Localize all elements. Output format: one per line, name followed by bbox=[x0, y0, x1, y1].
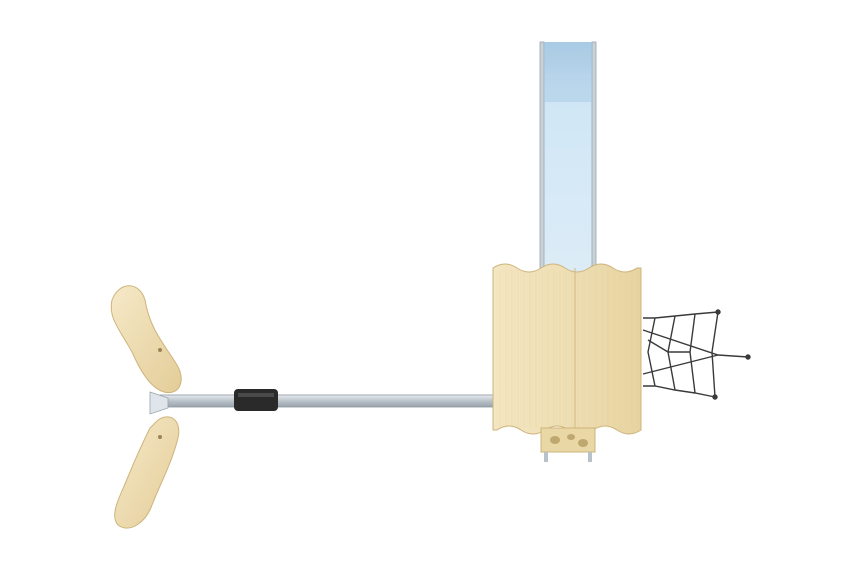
beam-clamp bbox=[234, 389, 278, 411]
balance-beam bbox=[159, 389, 497, 411]
slide bbox=[539, 41, 597, 273]
step-block bbox=[540, 427, 596, 462]
climbing-net bbox=[642, 309, 751, 400]
tower-platform bbox=[492, 263, 642, 435]
forked-log-support bbox=[110, 285, 182, 529]
